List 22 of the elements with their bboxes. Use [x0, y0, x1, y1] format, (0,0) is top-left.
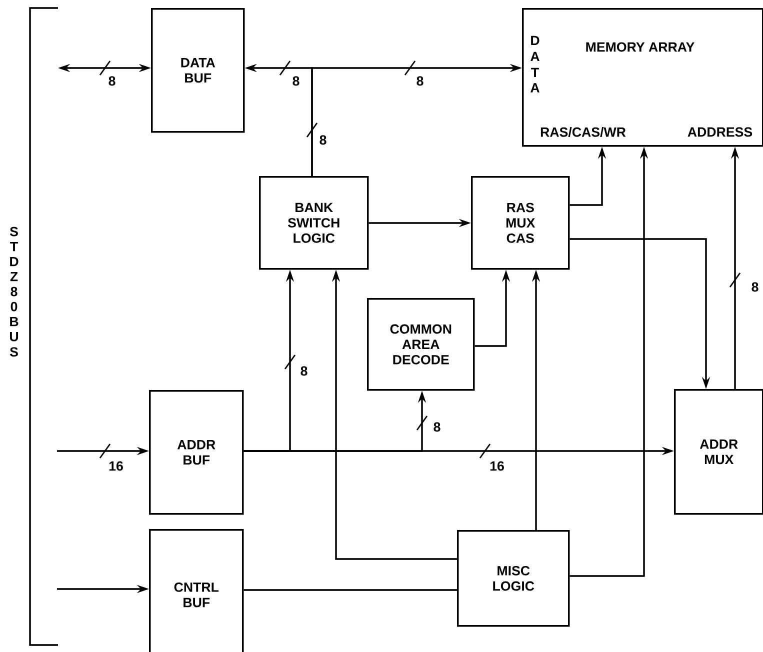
block-box: ADDR MUX: [674, 389, 763, 515]
block-box: ADDR BUF: [149, 390, 244, 515]
block-box: BANK SWITCH LOGIC: [259, 176, 369, 270]
bus-name: STD Z80 BUS: [10, 226, 18, 357]
bus-width-label: 16: [490, 461, 504, 471]
block-box: CNTRL BUF: [149, 529, 244, 652]
bus-width-label: 8: [292, 76, 300, 86]
bus-width-label: 8: [320, 135, 326, 145]
bus-width-label: 16: [109, 461, 123, 471]
bus-width-label: 8: [108, 76, 116, 86]
bus-width-label: 8: [416, 76, 424, 86]
memory-title: MEMORY ARRAY: [586, 42, 694, 52]
port-label: ADDRESS: [688, 127, 752, 137]
block-box: COMMON AREA DECODE: [367, 298, 475, 391]
block-box: MISC LOGIC: [457, 530, 570, 627]
bus-width-label: 8: [752, 282, 758, 292]
block-box: DATA BUF: [151, 8, 245, 133]
bus-width-label: 8: [434, 422, 440, 432]
port-label: DATA: [530, 36, 540, 92]
bus-width-label: 8: [300, 366, 308, 376]
block-box: RAS MUX CAS: [471, 176, 570, 270]
port-label: RAS/CAS/WR: [540, 127, 626, 137]
